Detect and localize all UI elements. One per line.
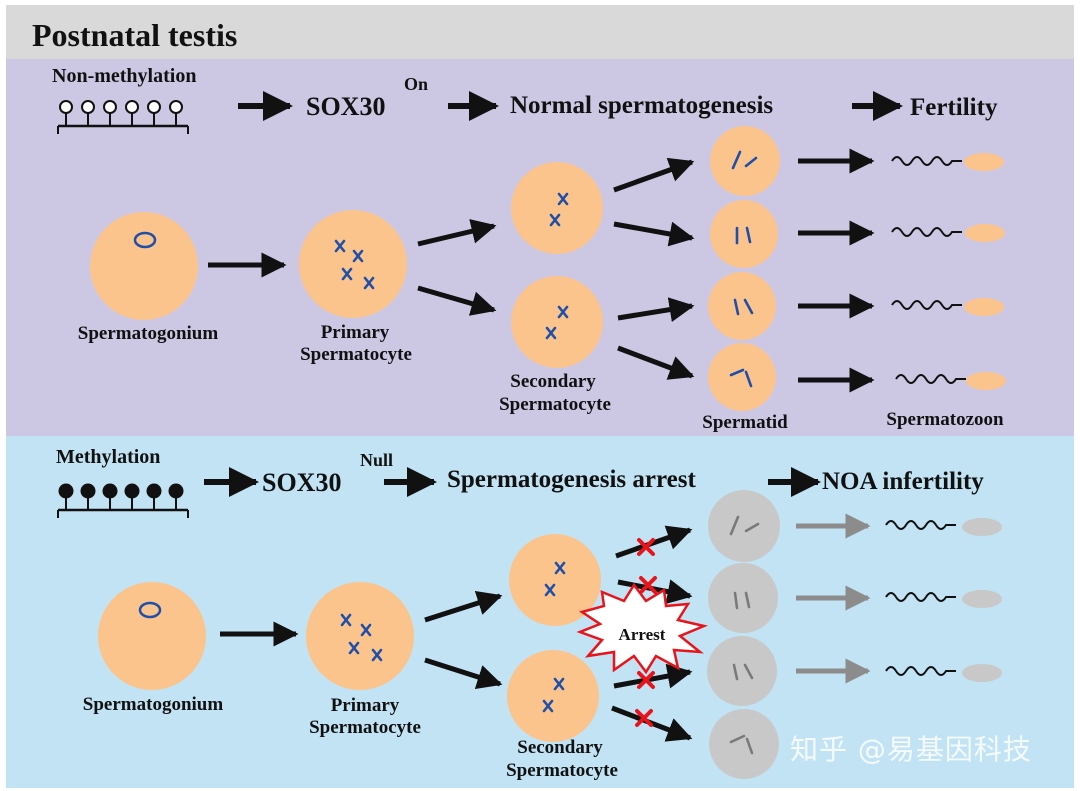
watermark: 知乎 @易基因科技 (790, 733, 1032, 766)
top-spermatogonium-cell (90, 212, 198, 320)
top-spermatid-cell-2 (710, 200, 778, 268)
bottom-result-label: NOA infertility (822, 468, 984, 495)
top-spermatozoon-3 (891, 298, 1004, 316)
bottom-primary-label-1: Primary (331, 695, 400, 716)
top-arrow-to-spermatid-4 (617, 345, 695, 380)
bottom-gene-state: Null (360, 450, 393, 470)
top-spermatid-cell-1 (710, 126, 780, 196)
bottom-arrested-spermatid-4 (709, 709, 779, 779)
top-primary-label-2: Spermatocyte (300, 344, 412, 365)
top-spermatid-cell-3 (708, 272, 776, 340)
bottom-grey-spermatozoon-2 (885, 590, 1002, 608)
bottom-primary-spermatocyte-cell (306, 582, 414, 690)
top-spermatogonium-label: Spermatogonium (78, 323, 219, 344)
top-methylation-label: Non-methylation (52, 65, 196, 87)
top-spermatozoon-2 (891, 224, 1005, 242)
top-arrow-to-spermatid-3 (617, 297, 695, 322)
bottom-secondary-label-1: Secondary (517, 737, 603, 758)
top-arrow-to-secondary-2 (417, 285, 497, 316)
top-result-label: Fertility (910, 94, 998, 121)
bottom-blocked-arrow-1 (615, 525, 693, 559)
top-spermatozoon-label: Spermatozoon (886, 409, 1004, 430)
top-outcome-label: Normal spermatogenesis (510, 92, 773, 119)
bottom-secondary-spermatocyte-cell-2 (507, 650, 599, 742)
bottom-outcome-label: Spermatogenesis arrest (447, 466, 696, 493)
bottom-grey-spermatozoon-1 (885, 518, 1002, 536)
top-secondary-spermatocyte-cell-1 (511, 162, 603, 254)
bottom-promoter-methylated-icon (57, 483, 189, 518)
bottom-arrested-spermatid-2 (708, 563, 778, 633)
bottom-arrow-to-secondary-1 (424, 590, 503, 623)
bottom-primary-label-2: Spermatocyte (309, 717, 421, 738)
bottom-arrested-spermatid-3 (707, 636, 777, 706)
top-secondary-label-2: Spermatocyte (499, 394, 611, 415)
arrest-label: Arrest (619, 625, 666, 644)
bottom-methylation-label: Methylation (56, 446, 160, 468)
bottom-gene-label: SOX30 (262, 468, 341, 497)
top-arrow-to-spermatid-2 (613, 221, 695, 247)
top-spermatid-cell-4 (708, 343, 776, 411)
top-spermatozoon-4 (895, 372, 1006, 390)
bottom-blocked-arrow-3 (613, 663, 693, 689)
bottom-arrested-spermatid-1 (708, 490, 780, 562)
top-primary-spermatocyte-cell (299, 210, 407, 318)
top-secondary-label-1: Secondary (510, 371, 596, 392)
bottom-spermatogonium-label: Spermatogonium (83, 694, 224, 715)
top-spermatozoon-1 (891, 153, 1004, 171)
top-arrow-to-spermatid-1 (613, 157, 695, 193)
arrest-burst-icon (576, 582, 709, 675)
bottom-grey-spermatozoon-3 (885, 664, 1002, 682)
top-promoter-unmethylated-icon (57, 100, 189, 134)
bottom-spermatogonium-cell (98, 582, 206, 690)
top-secondary-spermatocyte-cell-2 (511, 276, 603, 368)
bottom-secondary-spermatocyte-cell-1 (509, 534, 601, 626)
figure-title: Postnatal testis (32, 17, 238, 53)
bottom-secondary-label-2: Spermatocyte (506, 760, 618, 781)
top-arrow-to-secondary-1 (417, 219, 497, 247)
top-gene-state: On (404, 74, 428, 94)
top-primary-label-1: Primary (321, 322, 390, 343)
top-spermatid-label: Spermatid (702, 412, 788, 433)
title-bar: Postnatal testis (6, 5, 1074, 59)
top-gene-label: SOX30 (306, 92, 385, 121)
bottom-arrow-to-secondary-2 (424, 657, 503, 690)
